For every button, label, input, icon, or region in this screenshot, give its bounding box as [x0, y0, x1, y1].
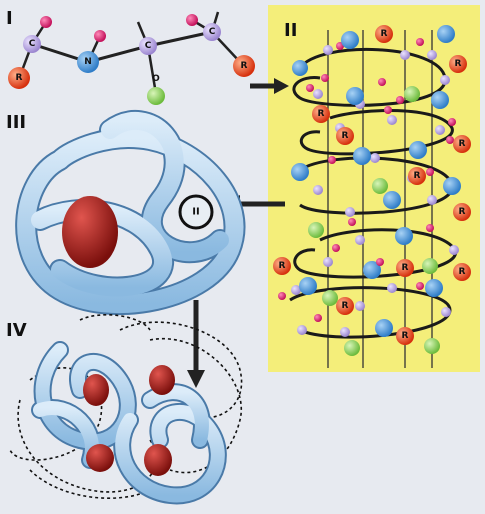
oxygen-atom-label: O [152, 74, 160, 84]
svg-text:R: R [459, 267, 466, 277]
r-group [233, 55, 255, 77]
svg-text:R: R [455, 59, 462, 69]
carbon-atom-label: C [209, 27, 216, 37]
nitrogen-atom [77, 51, 99, 73]
panel-label-iv: IV [6, 320, 27, 341]
arrow-tertiary-to-quaternary [187, 300, 205, 388]
svg-text:II: II [192, 207, 199, 218]
heme-group [62, 196, 118, 268]
hydrogen-atom [186, 14, 198, 26]
svg-text:R: R [402, 263, 409, 273]
panel-label-ii: II [284, 20, 297, 41]
panel-label-i: I [6, 8, 13, 29]
nitrogen-atom-label: N [84, 57, 92, 67]
svg-text:R: R [414, 171, 421, 181]
hydrogen-atom [94, 30, 106, 42]
svg-text:R: R [402, 331, 409, 341]
svg-text:R: R [342, 131, 349, 141]
primary-chain [18, 11, 241, 95]
heme-group [149, 365, 175, 395]
svg-text:R: R [459, 207, 466, 217]
hydrogen-atom [40, 16, 52, 28]
helix-r-groups: R R R R R R R R R R R R [273, 25, 471, 345]
r-group [8, 67, 30, 89]
svg-text:R: R [279, 261, 286, 271]
svg-text:R: R [342, 301, 349, 311]
carbon-atom [139, 37, 157, 55]
carbon-atom-label: C [145, 41, 152, 51]
heme-group [83, 374, 109, 406]
r-group-label: R [241, 61, 248, 71]
svg-text:R: R [459, 139, 466, 149]
carbon-atom [23, 35, 41, 53]
arrow-primary-to-secondary [250, 78, 289, 94]
panel-label-iii: III [6, 112, 26, 133]
heme-group [144, 444, 172, 476]
carbon-atom-label: C [29, 39, 36, 49]
svg-text:R: R [381, 29, 388, 39]
r-group-label: R [16, 73, 23, 83]
oxygen-atom [147, 87, 165, 105]
svg-text:R: R [318, 109, 325, 119]
heme-group [86, 444, 114, 472]
carbon-atom [203, 23, 221, 41]
helix-zoom-callout: II [178, 194, 214, 230]
